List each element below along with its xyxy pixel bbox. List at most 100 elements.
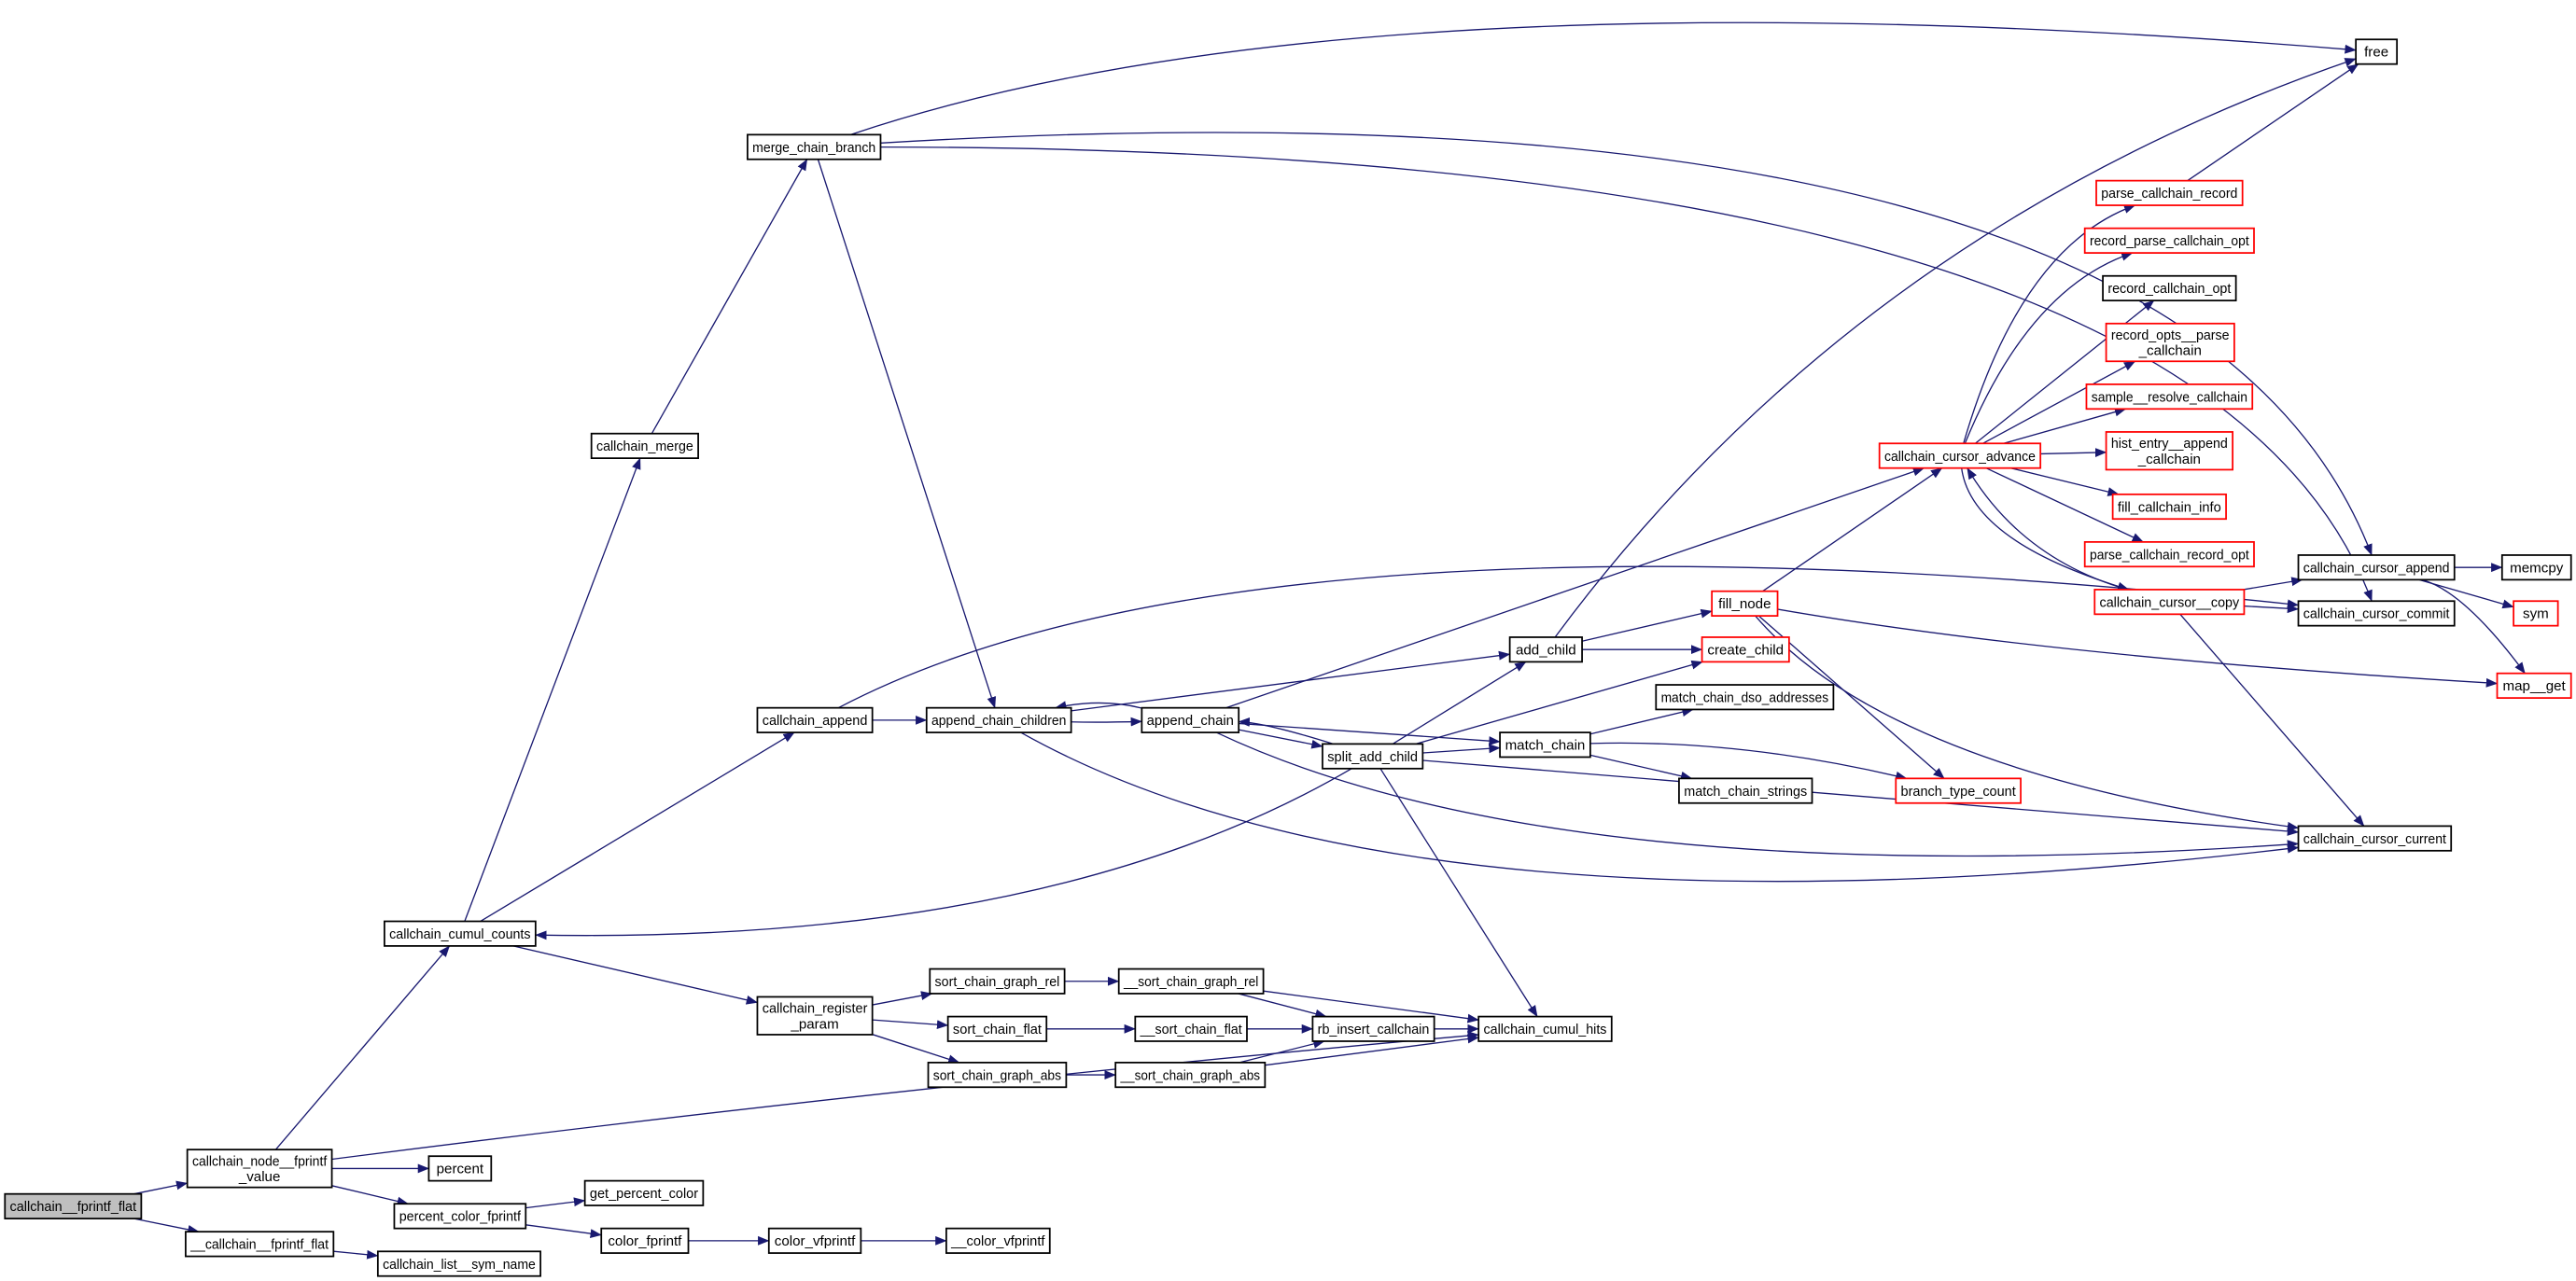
node-box bbox=[767, 1227, 862, 1254]
function-node[interactable]: create_child bbox=[1701, 636, 1790, 663]
call-edge bbox=[525, 1197, 586, 1209]
function-node[interactable]: free bbox=[2355, 38, 2399, 65]
function-node[interactable]: sort_chain_graph_rel bbox=[929, 968, 1066, 995]
function-node[interactable]: parse_callchain_record_opt bbox=[2083, 541, 2255, 568]
function-node[interactable]: callchain_cumul_hits bbox=[1477, 1015, 1613, 1042]
function-node[interactable]: sample__resolve_callchain bbox=[2085, 383, 2254, 411]
call-edge bbox=[1055, 701, 1142, 710]
node-label: free bbox=[2364, 45, 2388, 61]
node-label: sort_chain_graph_rel bbox=[935, 974, 1060, 990]
function-node[interactable]: sort_chain_flat bbox=[946, 1015, 1048, 1042]
function-node[interactable]: match_chain bbox=[1499, 731, 1591, 759]
call-edge bbox=[525, 1224, 602, 1238]
function-node[interactable]: rb_insert_callchain bbox=[1311, 1015, 1435, 1042]
function-node[interactable]: percent_color_fprintf bbox=[393, 1203, 527, 1230]
function-node[interactable]: callchain_register_param bbox=[756, 996, 874, 1036]
node-box bbox=[583, 1179, 705, 1206]
node-label: _value bbox=[238, 1169, 281, 1185]
function-node[interactable]: callchain_node__fprintf_value bbox=[186, 1149, 333, 1189]
function-node[interactable]: callchain_cursor_advance bbox=[1878, 442, 2042, 469]
function-node[interactable]: __callchain__fprintf_flat bbox=[185, 1231, 335, 1258]
call-edge bbox=[2003, 407, 2127, 444]
function-node[interactable]: get_percent_color bbox=[583, 1179, 705, 1206]
root-function-node[interactable]: callchain__fprintf_flat bbox=[4, 1192, 143, 1219]
function-node[interactable]: callchain_cursor__copy bbox=[2093, 589, 2246, 616]
function-node[interactable]: callchain_append bbox=[756, 706, 874, 733]
node-box bbox=[1311, 1015, 1435, 1042]
node-box bbox=[927, 1061, 1068, 1089]
function-node[interactable]: memcpy bbox=[2500, 554, 2572, 581]
node-box bbox=[393, 1203, 527, 1230]
function-node[interactable]: merge_chain_branch bbox=[747, 133, 882, 160]
function-node[interactable]: __sort_chain_graph_rel bbox=[1117, 968, 1265, 995]
node-label: sort_chain_flat bbox=[953, 1022, 1043, 1037]
call-edge bbox=[1967, 467, 2128, 591]
node-box bbox=[2496, 672, 2572, 699]
node-label: _callchain bbox=[2137, 452, 2201, 467]
function-node[interactable]: color_fprintf bbox=[600, 1227, 690, 1254]
call-edge bbox=[2179, 613, 2365, 827]
function-node[interactable]: branch_type_count bbox=[1895, 777, 2022, 804]
function-node[interactable]: append_chain_children bbox=[925, 706, 1072, 733]
function-node[interactable]: __color_vfprintf bbox=[945, 1227, 1051, 1254]
node-box bbox=[2111, 493, 2227, 521]
function-node[interactable]: record_callchain_opt bbox=[2102, 274, 2237, 302]
call-edge bbox=[1963, 204, 2136, 444]
call-edge bbox=[274, 945, 451, 1150]
function-node[interactable]: callchain_cursor_append bbox=[2297, 554, 2456, 581]
node-box bbox=[427, 1155, 493, 1182]
node-label: sort_chain_graph_abs bbox=[933, 1067, 1062, 1083]
node-label: parse_callchain_record bbox=[2101, 186, 2237, 202]
function-node[interactable]: __sort_chain_flat bbox=[1134, 1015, 1248, 1042]
node-box bbox=[1678, 777, 1813, 804]
node-label: callchain_append bbox=[763, 713, 868, 729]
function-node[interactable]: sort_chain_graph_abs bbox=[927, 1061, 1068, 1089]
call-edge bbox=[2010, 467, 2120, 496]
node-label: record_opts__parse bbox=[2111, 327, 2230, 343]
function-node[interactable]: callchain_cursor_current bbox=[2297, 825, 2453, 852]
call-edge bbox=[872, 1034, 960, 1064]
function-node[interactable]: match_chain_strings bbox=[1678, 777, 1813, 804]
function-node[interactable]: callchain_cursor_commit bbox=[2297, 600, 2456, 627]
function-node[interactable]: record_opts__parse_callchain bbox=[2105, 322, 2235, 363]
node-box bbox=[2297, 825, 2453, 852]
call-edge bbox=[133, 1180, 189, 1195]
node-box bbox=[2083, 227, 2255, 254]
call-edge bbox=[333, 1249, 379, 1260]
function-node[interactable]: record_parse_callchain_opt bbox=[2083, 227, 2255, 254]
function-node[interactable]: split_add_child bbox=[1322, 743, 1424, 770]
node-label: append_chain bbox=[1147, 713, 1234, 729]
call-edge bbox=[512, 945, 759, 1005]
call-edge bbox=[1422, 759, 2300, 836]
function-node[interactable]: percent bbox=[427, 1155, 493, 1182]
function-node[interactable]: fill_callchain_info bbox=[2111, 493, 2227, 521]
function-node[interactable]: add_child bbox=[1508, 636, 1583, 663]
function-node[interactable]: callchain_list__sym_name bbox=[376, 1250, 541, 1277]
function-node[interactable]: match_chain_dso_addresses bbox=[1655, 684, 1835, 711]
function-node[interactable]: parse_callchain_record bbox=[2095, 179, 2244, 206]
node-label: match_chain bbox=[1505, 738, 1586, 754]
function-node[interactable]: color_vfprintf bbox=[767, 1227, 862, 1254]
node-label: callchain__fprintf_flat bbox=[10, 1199, 137, 1215]
node-label: _param bbox=[790, 1016, 838, 1032]
edges-layer bbox=[133, 21, 2526, 1260]
node-label: map__get bbox=[2502, 678, 2566, 694]
node-label: callchain_cumul_hits bbox=[1483, 1022, 1606, 1037]
function-node[interactable]: sym bbox=[2513, 600, 2559, 627]
call-edge bbox=[133, 1218, 200, 1234]
call-edge bbox=[1020, 731, 2300, 883]
function-node[interactable]: hist_entry__append_callchain bbox=[2105, 431, 2233, 471]
function-node[interactable]: append_chain bbox=[1141, 706, 1240, 733]
call-edge bbox=[1581, 608, 1713, 642]
call-edge bbox=[850, 21, 2357, 135]
function-node[interactable]: map__get bbox=[2496, 672, 2572, 699]
function-node[interactable]: callchain_cumul_counts bbox=[384, 920, 537, 947]
function-node[interactable]: callchain_merge bbox=[590, 432, 699, 459]
node-label: __sort_chain_graph_abs bbox=[1120, 1067, 1261, 1083]
node-box bbox=[1114, 1061, 1267, 1089]
function-node[interactable]: __sort_chain_graph_abs bbox=[1114, 1061, 1267, 1089]
node-box bbox=[2093, 589, 2246, 616]
nodes-layer: callchain__fprintf_flat callchain_node__f… bbox=[4, 38, 2572, 1277]
function-node[interactable]: fill_node bbox=[1711, 590, 1779, 617]
